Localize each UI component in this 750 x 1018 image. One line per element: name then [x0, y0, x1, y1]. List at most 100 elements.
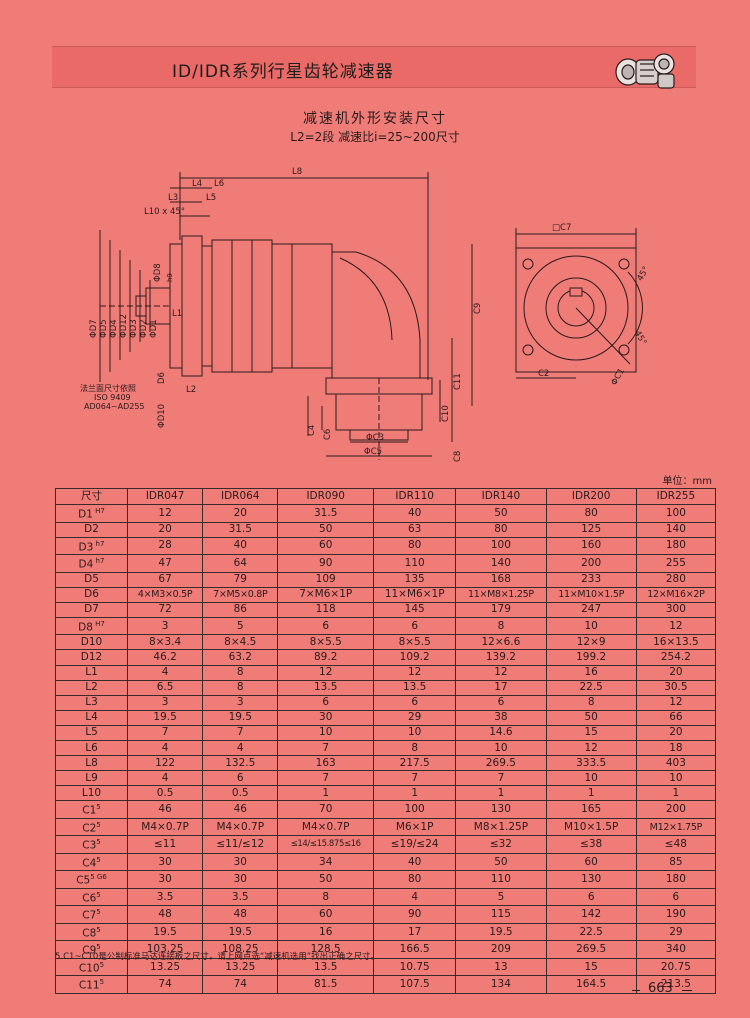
- dimension-name-cell: D10: [55, 634, 128, 651]
- dimension-name-cell: C15: [55, 800, 128, 819]
- value-cell: 74: [202, 975, 279, 994]
- dimension-suffix: 5: [96, 803, 101, 812]
- value-cell: 8: [202, 679, 279, 696]
- dimension-name: D10: [80, 635, 103, 648]
- value-cell: 7: [277, 740, 375, 757]
- value-cell: 164.5: [545, 975, 637, 994]
- value-cell: 6: [455, 694, 547, 711]
- dimension-name-cell: C35: [55, 835, 128, 854]
- value-cell: 5: [202, 616, 279, 636]
- value-cell: 5: [455, 887, 547, 907]
- value-cell: 30.5: [635, 679, 717, 696]
- dimension-name-cell: D3 h7: [55, 536, 128, 556]
- dimension-name: L5: [85, 726, 98, 739]
- value-cell: ≤38: [545, 835, 637, 854]
- value-cell: 0.5: [126, 785, 204, 802]
- value-cell: 110: [455, 870, 547, 889]
- value-cell: 31.5: [277, 504, 375, 523]
- dimension-name-cell: L6: [55, 740, 128, 757]
- value-cell: 8×5.5: [373, 634, 457, 651]
- value-cell: 19.5: [202, 922, 279, 942]
- dim-D12: ΦD12: [119, 314, 129, 338]
- dimension-name: L3: [85, 696, 98, 709]
- dim-L8: L8: [292, 167, 302, 177]
- dimension-name: L2: [85, 681, 98, 694]
- value-cell: 22.5: [545, 679, 637, 696]
- value-cell: 166.5: [373, 940, 457, 959]
- value-cell: 140: [455, 554, 547, 573]
- value-cell: 190: [635, 905, 717, 924]
- dim-C2: C2: [538, 369, 549, 379]
- value-cell: 168: [455, 571, 547, 588]
- value-cell: 17: [373, 922, 457, 942]
- value-cell: 6: [202, 770, 279, 787]
- value-cell: 165: [545, 800, 637, 819]
- value-cell: 50: [455, 852, 547, 872]
- dim-D6: D6: [157, 372, 167, 384]
- value-cell: 13.5: [277, 679, 375, 696]
- value-cell: 269.5: [455, 755, 547, 772]
- value-cell: 333.5: [545, 755, 637, 772]
- value-cell: 3.5: [126, 887, 204, 907]
- value-cell: 60: [545, 852, 637, 872]
- value-cell: 199.2: [545, 649, 637, 666]
- dimension-name: C9: [82, 944, 97, 957]
- value-cell: 46: [126, 800, 204, 819]
- gearbox-outline-drawing: L8 L4 L6 L3 L5 L10 x 45° ΦD7 ΦD5 ΦD4 ΦD1…: [80, 167, 652, 462]
- value-cell: ≤11/≤12: [202, 835, 279, 854]
- value-cell: 70: [277, 800, 375, 819]
- dimension-name-cell: L4: [55, 709, 128, 726]
- value-cell: 10: [277, 724, 375, 742]
- dimension-name-cell: L9: [55, 770, 128, 787]
- value-cell: 89.2: [277, 649, 375, 666]
- value-cell: 200: [635, 800, 717, 819]
- value-cell: 11×M8×1.25P: [455, 586, 547, 603]
- dim-L5: L5: [206, 193, 216, 203]
- dimension-suffix: H7: [92, 507, 105, 515]
- value-cell: 217.5: [373, 755, 457, 772]
- dimension-name: D3: [78, 541, 94, 554]
- value-cell: ≤19/≤24: [373, 835, 457, 854]
- value-cell: 47: [126, 554, 204, 573]
- dimension-name-cell: C115: [55, 975, 128, 994]
- value-cell: M4×0.7P: [202, 817, 279, 837]
- value-cell: 10: [635, 770, 717, 787]
- value-cell: 254.2: [635, 649, 717, 666]
- value-cell: 13.5: [277, 957, 375, 977]
- value-cell: 160: [545, 536, 637, 556]
- dim-D5: ΦD5: [99, 319, 109, 338]
- dimension-suffix: 5: [96, 925, 101, 934]
- value-cell: 180: [635, 870, 717, 889]
- unit-label: 单位：mm: [662, 476, 712, 487]
- value-cell: 29: [635, 922, 717, 942]
- value-cell: 16: [545, 664, 637, 681]
- footnote: 5.C1~C10是公制标准马达连接板之尺寸，请上网点选“减速机选用”找出正确之尺…: [55, 952, 380, 962]
- value-cell: 340: [635, 940, 717, 959]
- value-cell: 8: [455, 616, 547, 636]
- value-cell: 6: [635, 887, 717, 907]
- value-cell: 90: [373, 905, 457, 924]
- value-cell: 135: [373, 571, 457, 588]
- dim-L3: L3: [168, 193, 178, 203]
- value-cell: 200: [545, 554, 637, 573]
- value-cell: 3: [126, 694, 204, 711]
- value-cell: 3.5: [202, 887, 279, 907]
- dim-C7: □C7: [552, 223, 571, 233]
- value-cell: 8: [545, 694, 637, 711]
- drawing-title: 减速机外形安装尺寸: [303, 111, 447, 127]
- value-cell: M6×1P: [373, 817, 457, 837]
- value-cell: 40: [202, 536, 279, 556]
- dimension-name: C7: [82, 909, 97, 922]
- value-cell: 7: [373, 770, 457, 787]
- dimension-name: C1: [82, 804, 97, 817]
- value-cell: 1: [635, 785, 717, 802]
